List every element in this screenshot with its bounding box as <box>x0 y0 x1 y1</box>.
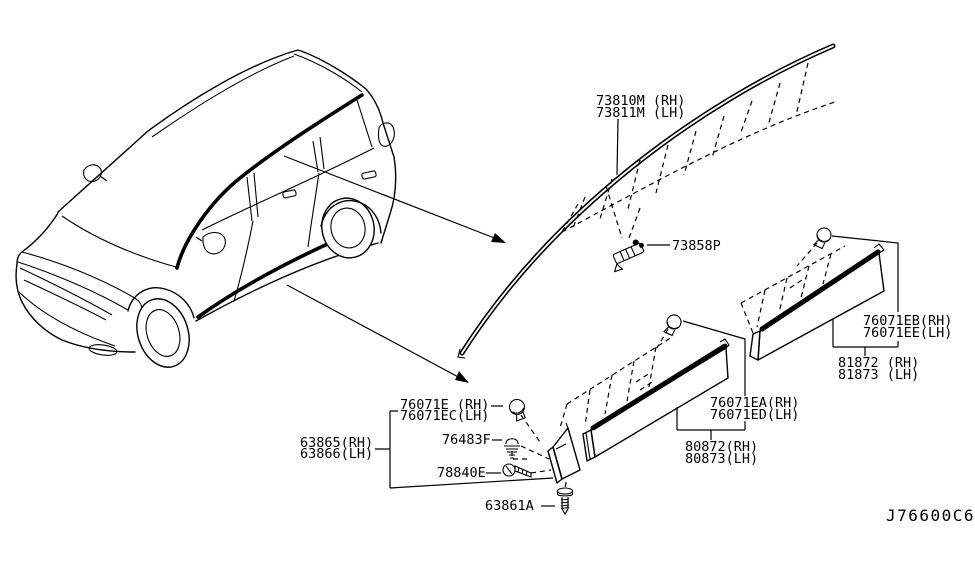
sill-assembly-leader-lines <box>375 405 555 507</box>
label-sill-protector-rh: 63865(RH) <box>300 435 373 451</box>
label-rear-molding-lh: 81873 (LH) <box>838 367 919 383</box>
front-door-molding-drawing <box>559 328 730 462</box>
ribbed-grommet-icon <box>504 438 520 459</box>
label-screw: 63861A <box>485 498 534 514</box>
roof-molding-leader-lines <box>616 118 670 246</box>
label-roof-molding-lh: 73811M (LH) <box>596 105 685 121</box>
label-roof-molding-rh: 73810M (RH) <box>596 93 685 109</box>
rear-grommet-icon <box>813 227 832 250</box>
door-handle <box>282 189 297 199</box>
label-rear-grommet-rh: 76071EB(RH) <box>863 313 952 329</box>
roof-molding-pointer-arrow <box>283 155 506 243</box>
side-molding-pointer-arrow <box>286 284 469 383</box>
car-illustration <box>15 49 397 368</box>
label-front-molding-lh: 80873(LH) <box>685 451 758 467</box>
label-front-grommet-lh: 76071ED(LH) <box>710 407 799 423</box>
roof-molding-on-car <box>175 93 364 270</box>
rear-molding-leader-lines <box>831 235 899 356</box>
side-molding-on-car <box>196 239 336 319</box>
roof-molding-drawing <box>457 43 839 359</box>
rear-door-molding-drawing <box>740 242 885 361</box>
label-screw-grommet: 78840E <box>437 465 486 481</box>
label-grommet: 76483F <box>442 432 491 448</box>
side-mirror <box>195 231 226 255</box>
label-sill-grommet-lh: 76071EC(LH) <box>400 408 489 424</box>
label-rear-molding-rh: 81872 (RH) <box>838 355 919 371</box>
label-sill-protector-lh: 63866(LH) <box>300 446 373 462</box>
sill-grommet-icon <box>508 398 526 422</box>
front-wheel <box>136 298 190 368</box>
roof-molding-clip-icon <box>612 239 645 273</box>
label-sill-grommet-rh: 76071E (RH) <box>400 397 489 413</box>
label-front-grommet-rh: 76071EA(RH) <box>710 395 799 411</box>
far-side-mirror <box>83 164 108 182</box>
door-handle <box>361 170 377 180</box>
fog-lamp <box>88 344 118 356</box>
diagram-code: J76600C6 <box>886 506 975 525</box>
front-grommet-icon <box>663 314 682 337</box>
label-roof-clip: 73858P <box>672 238 721 254</box>
sill-protector-drawing <box>511 414 581 490</box>
label-rear-grommet-lh: 76071EE(LH) <box>863 325 952 341</box>
part-labels: 73810M (RH) 73811M (LH) 73858P 76071EB(R… <box>300 93 952 514</box>
label-front-molding-rh: 80872(RH) <box>685 439 758 455</box>
front-molding-leader-lines <box>676 320 746 440</box>
screw-grommet-icon <box>502 463 532 478</box>
screw-icon <box>556 487 574 516</box>
rear-wheel <box>321 197 375 259</box>
